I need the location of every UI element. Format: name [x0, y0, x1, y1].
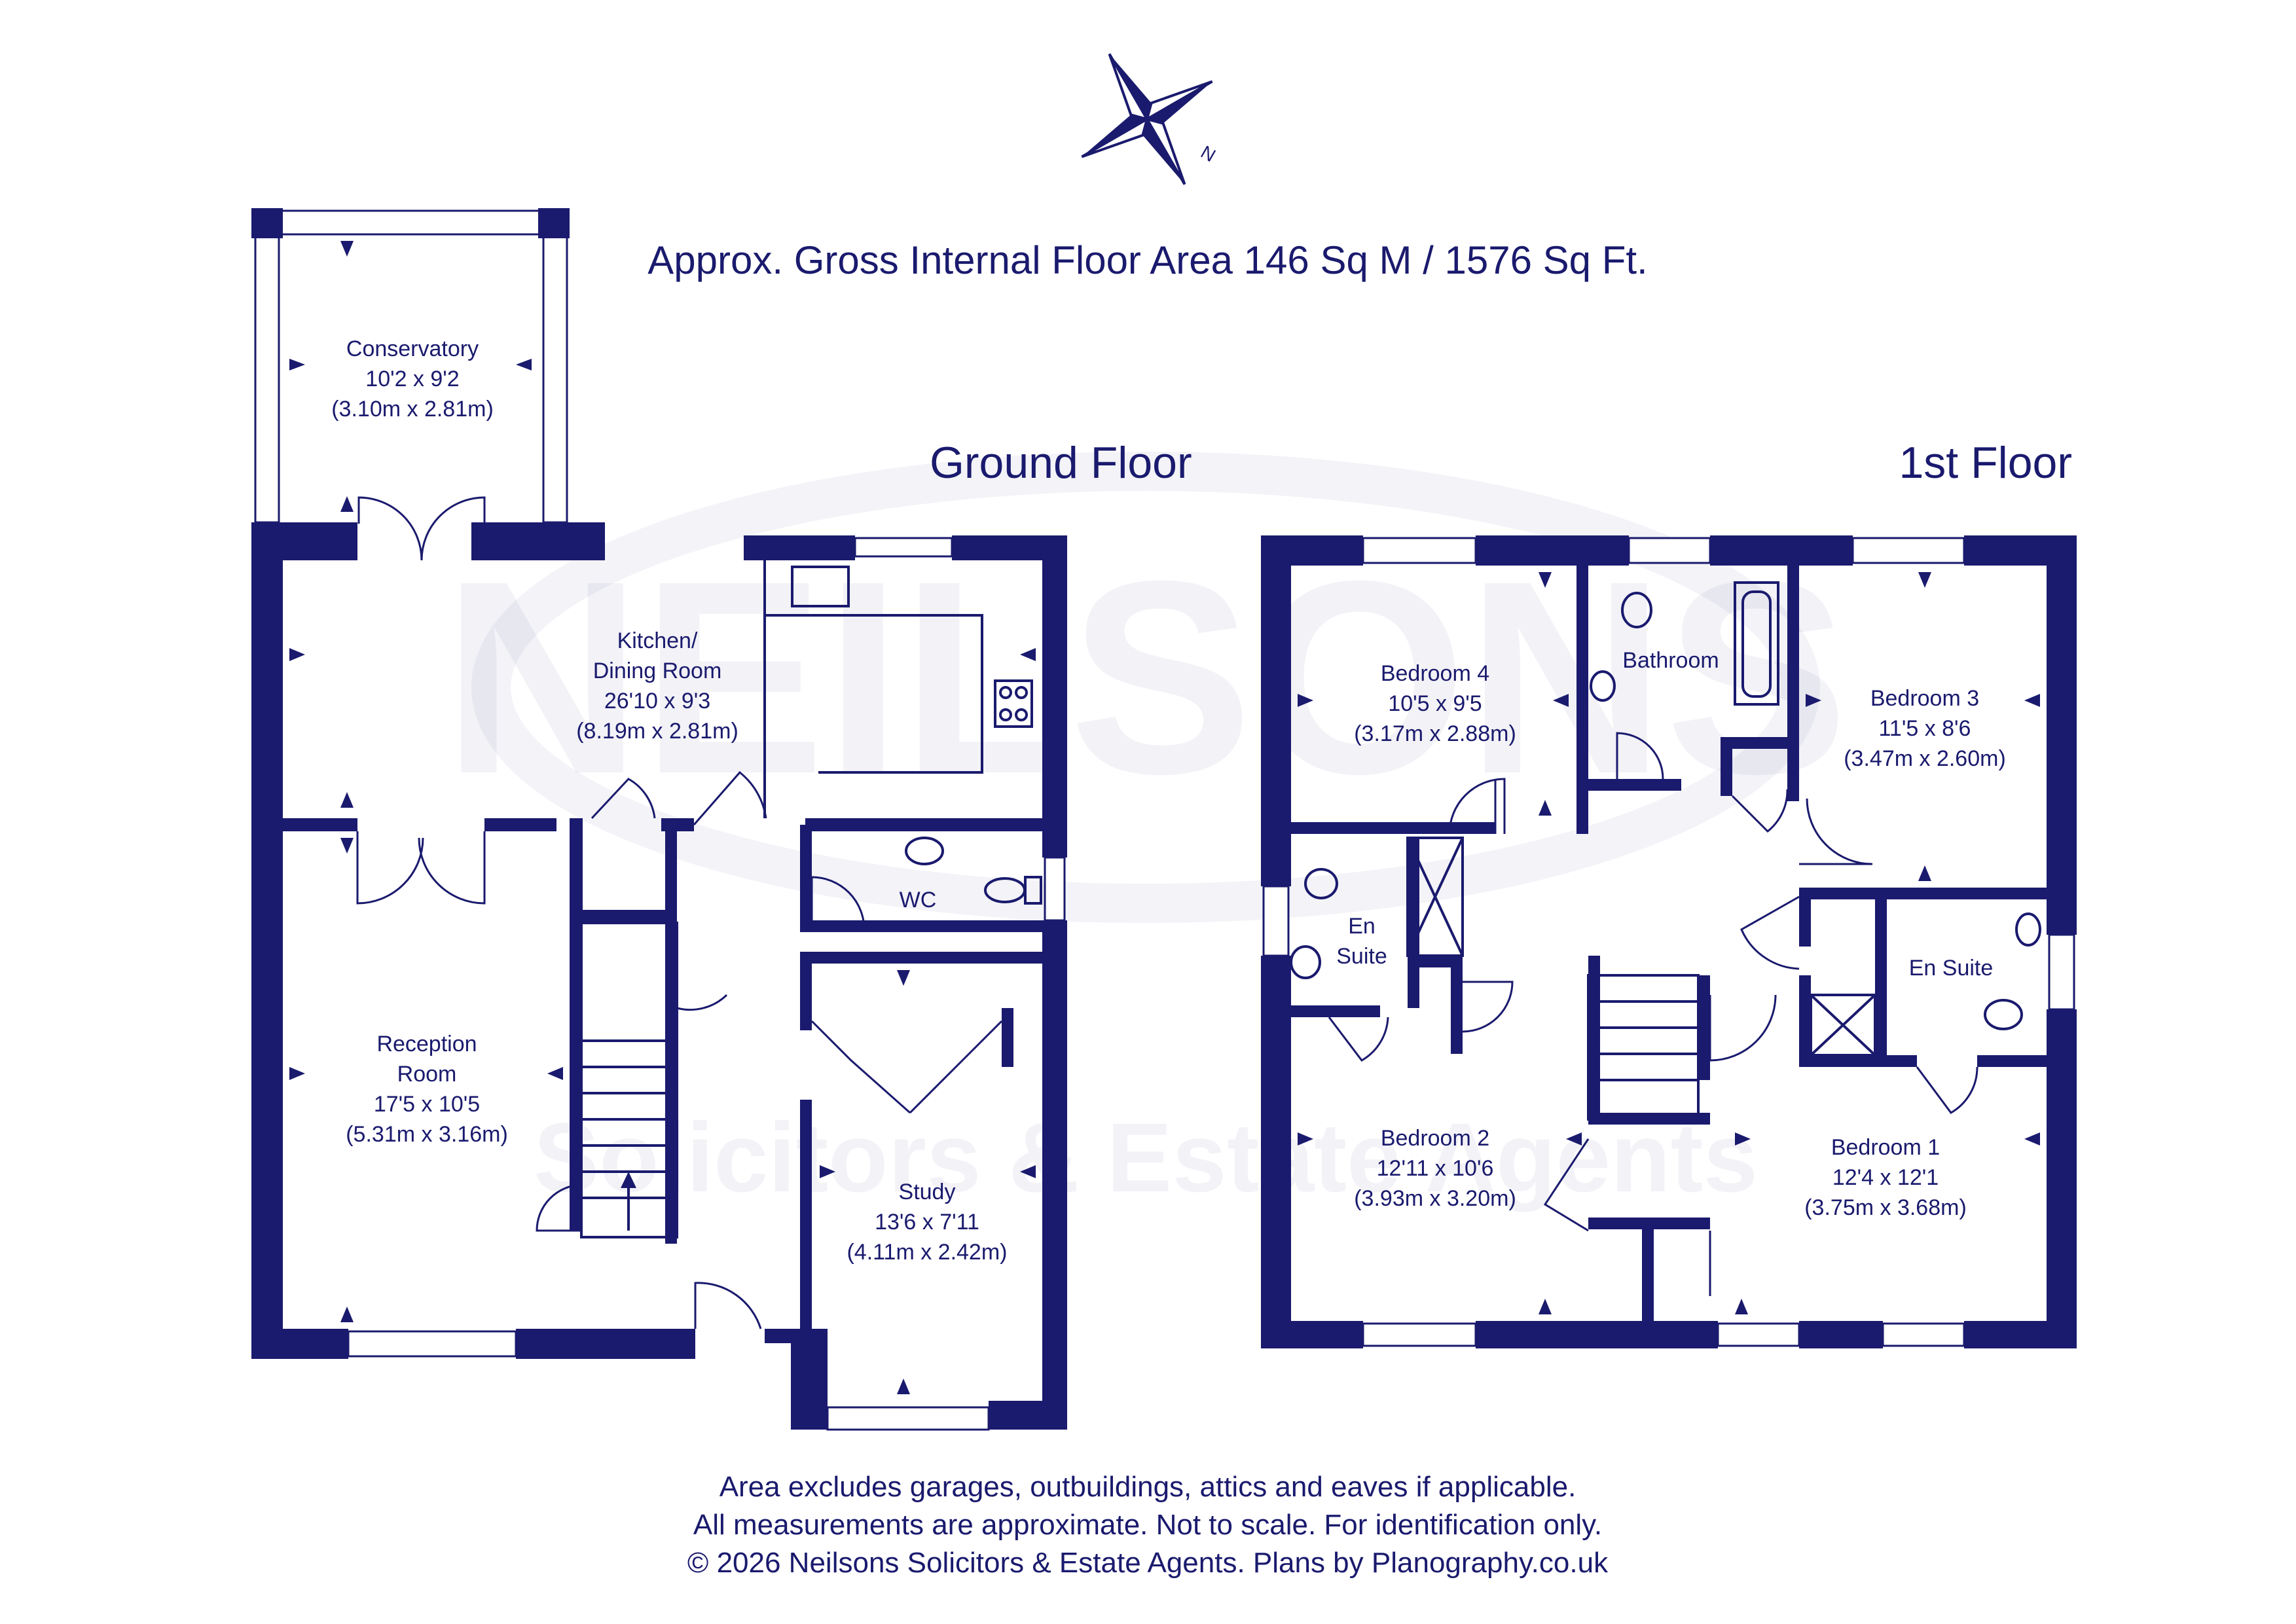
first-floor-title: 1st Floor — [1899, 438, 2072, 488]
room-metric: (5.31m x 3.16m) — [346, 1122, 508, 1147]
footer-line-2: All measurements are approximate. Not to… — [693, 1509, 1602, 1541]
room-name: Bedroom 3 — [1870, 686, 1979, 711]
room-name-line1: Kitchen/ — [617, 628, 698, 653]
room-name: Bedroom 2 — [1381, 1126, 1489, 1151]
room-imperial: 26'10 x 9'3 — [604, 689, 710, 713]
room-reception: Reception Room 17'5 x 10'5 (5.31m x 3.16… — [346, 1032, 508, 1147]
room-metric: (3.10m x 2.81m) — [331, 397, 494, 422]
room-study: Study 13'6 x 7'11 (4.11m x 2.42m) — [847, 1180, 1007, 1265]
room-bedroom-2: Bedroom 2 12'11 x 10'6 (3.93m x 3.20m) — [1354, 1126, 1516, 1211]
room-metric: (3.93m x 3.20m) — [1354, 1186, 1516, 1211]
ground-floor-title: Ground Floor — [930, 438, 1192, 488]
room-bedroom-4: Bedroom 4 10'5 x 9'5 (3.17m x 2.88m) — [1354, 661, 1516, 746]
room-name-line2: Suite — [1336, 944, 1387, 969]
room-bedroom-1: Bedroom 1 12'4 x 12'1 (3.75m x 3.68m) — [1804, 1135, 1967, 1220]
room-name-line2: Room — [397, 1062, 457, 1087]
footer-line-1: Area excludes garages, outbuildings, att… — [720, 1471, 1576, 1503]
area-heading: Approx. Gross Internal Floor Area 146 Sq… — [647, 238, 1647, 282]
room-imperial: 10'5 x 9'5 — [1388, 691, 1482, 716]
room-name: Conservatory — [346, 336, 479, 361]
room-name: Bathroom — [1622, 648, 1719, 673]
first-floor-plan — [1261, 535, 2077, 1348]
room-conservatory: Conservatory 10'2 x 9'2 (3.10m x 2.81m) — [331, 336, 494, 422]
dimension-markers — [289, 241, 2040, 1394]
room-bedroom-3: Bedroom 3 11'5 x 8'6 (3.47m x 2.60m) — [1844, 686, 2006, 771]
room-name-line1: Reception — [376, 1032, 477, 1056]
ground-floor-plan — [251, 208, 1067, 1431]
room-name: Study — [899, 1180, 956, 1204]
compass-north-label: N — [1197, 141, 1219, 166]
room-imperial: 13'6 x 7'11 — [875, 1210, 979, 1235]
room-en-suite-left: En Suite — [1336, 914, 1387, 969]
room-metric: (8.19m x 2.81m) — [576, 719, 738, 744]
footer-notes: Area excludes garages, outbuildings, att… — [687, 1471, 1609, 1579]
room-en-suite-right: En Suite — [1909, 956, 1994, 981]
watermark: NEILSONS Solicitors & Estate Agents — [443, 452, 1848, 1212]
room-name-line2: Dining Room — [593, 659, 722, 683]
room-imperial: 10'2 x 9'2 — [365, 367, 459, 391]
room-imperial: 12'11 x 10'6 — [1377, 1156, 1494, 1181]
room-imperial: 11'5 x 8'6 — [1879, 716, 1971, 741]
room-name-line1: En — [1348, 914, 1376, 939]
room-name: En Suite — [1909, 956, 1994, 981]
room-name: Bedroom 4 — [1381, 661, 1489, 686]
room-metric: (3.75m x 3.68m) — [1804, 1195, 1967, 1220]
footer-line-3: © 2026 Neilsons Solicitors & Estate Agen… — [687, 1547, 1609, 1579]
watermark-tagline: Solicitors & Estate Agents — [534, 1102, 1758, 1212]
room-kitchen-dining: Kitchen/ Dining Room 26'10 x 9'3 (8.19m … — [576, 628, 738, 744]
room-metric: (3.17m x 2.88m) — [1354, 721, 1516, 746]
room-metric: (3.47m x 2.60m) — [1844, 746, 2006, 771]
room-name: WC — [900, 888, 937, 912]
room-bathroom: Bathroom — [1622, 648, 1719, 673]
compass-icon — [1081, 53, 1213, 185]
room-imperial: 17'5 x 10'5 — [374, 1092, 480, 1117]
room-name: Bedroom 1 — [1831, 1135, 1940, 1160]
room-wc: WC — [900, 888, 937, 912]
room-metric: (4.11m x 2.42m) — [847, 1240, 1007, 1265]
room-imperial: 12'4 x 12'1 — [1832, 1165, 1939, 1190]
